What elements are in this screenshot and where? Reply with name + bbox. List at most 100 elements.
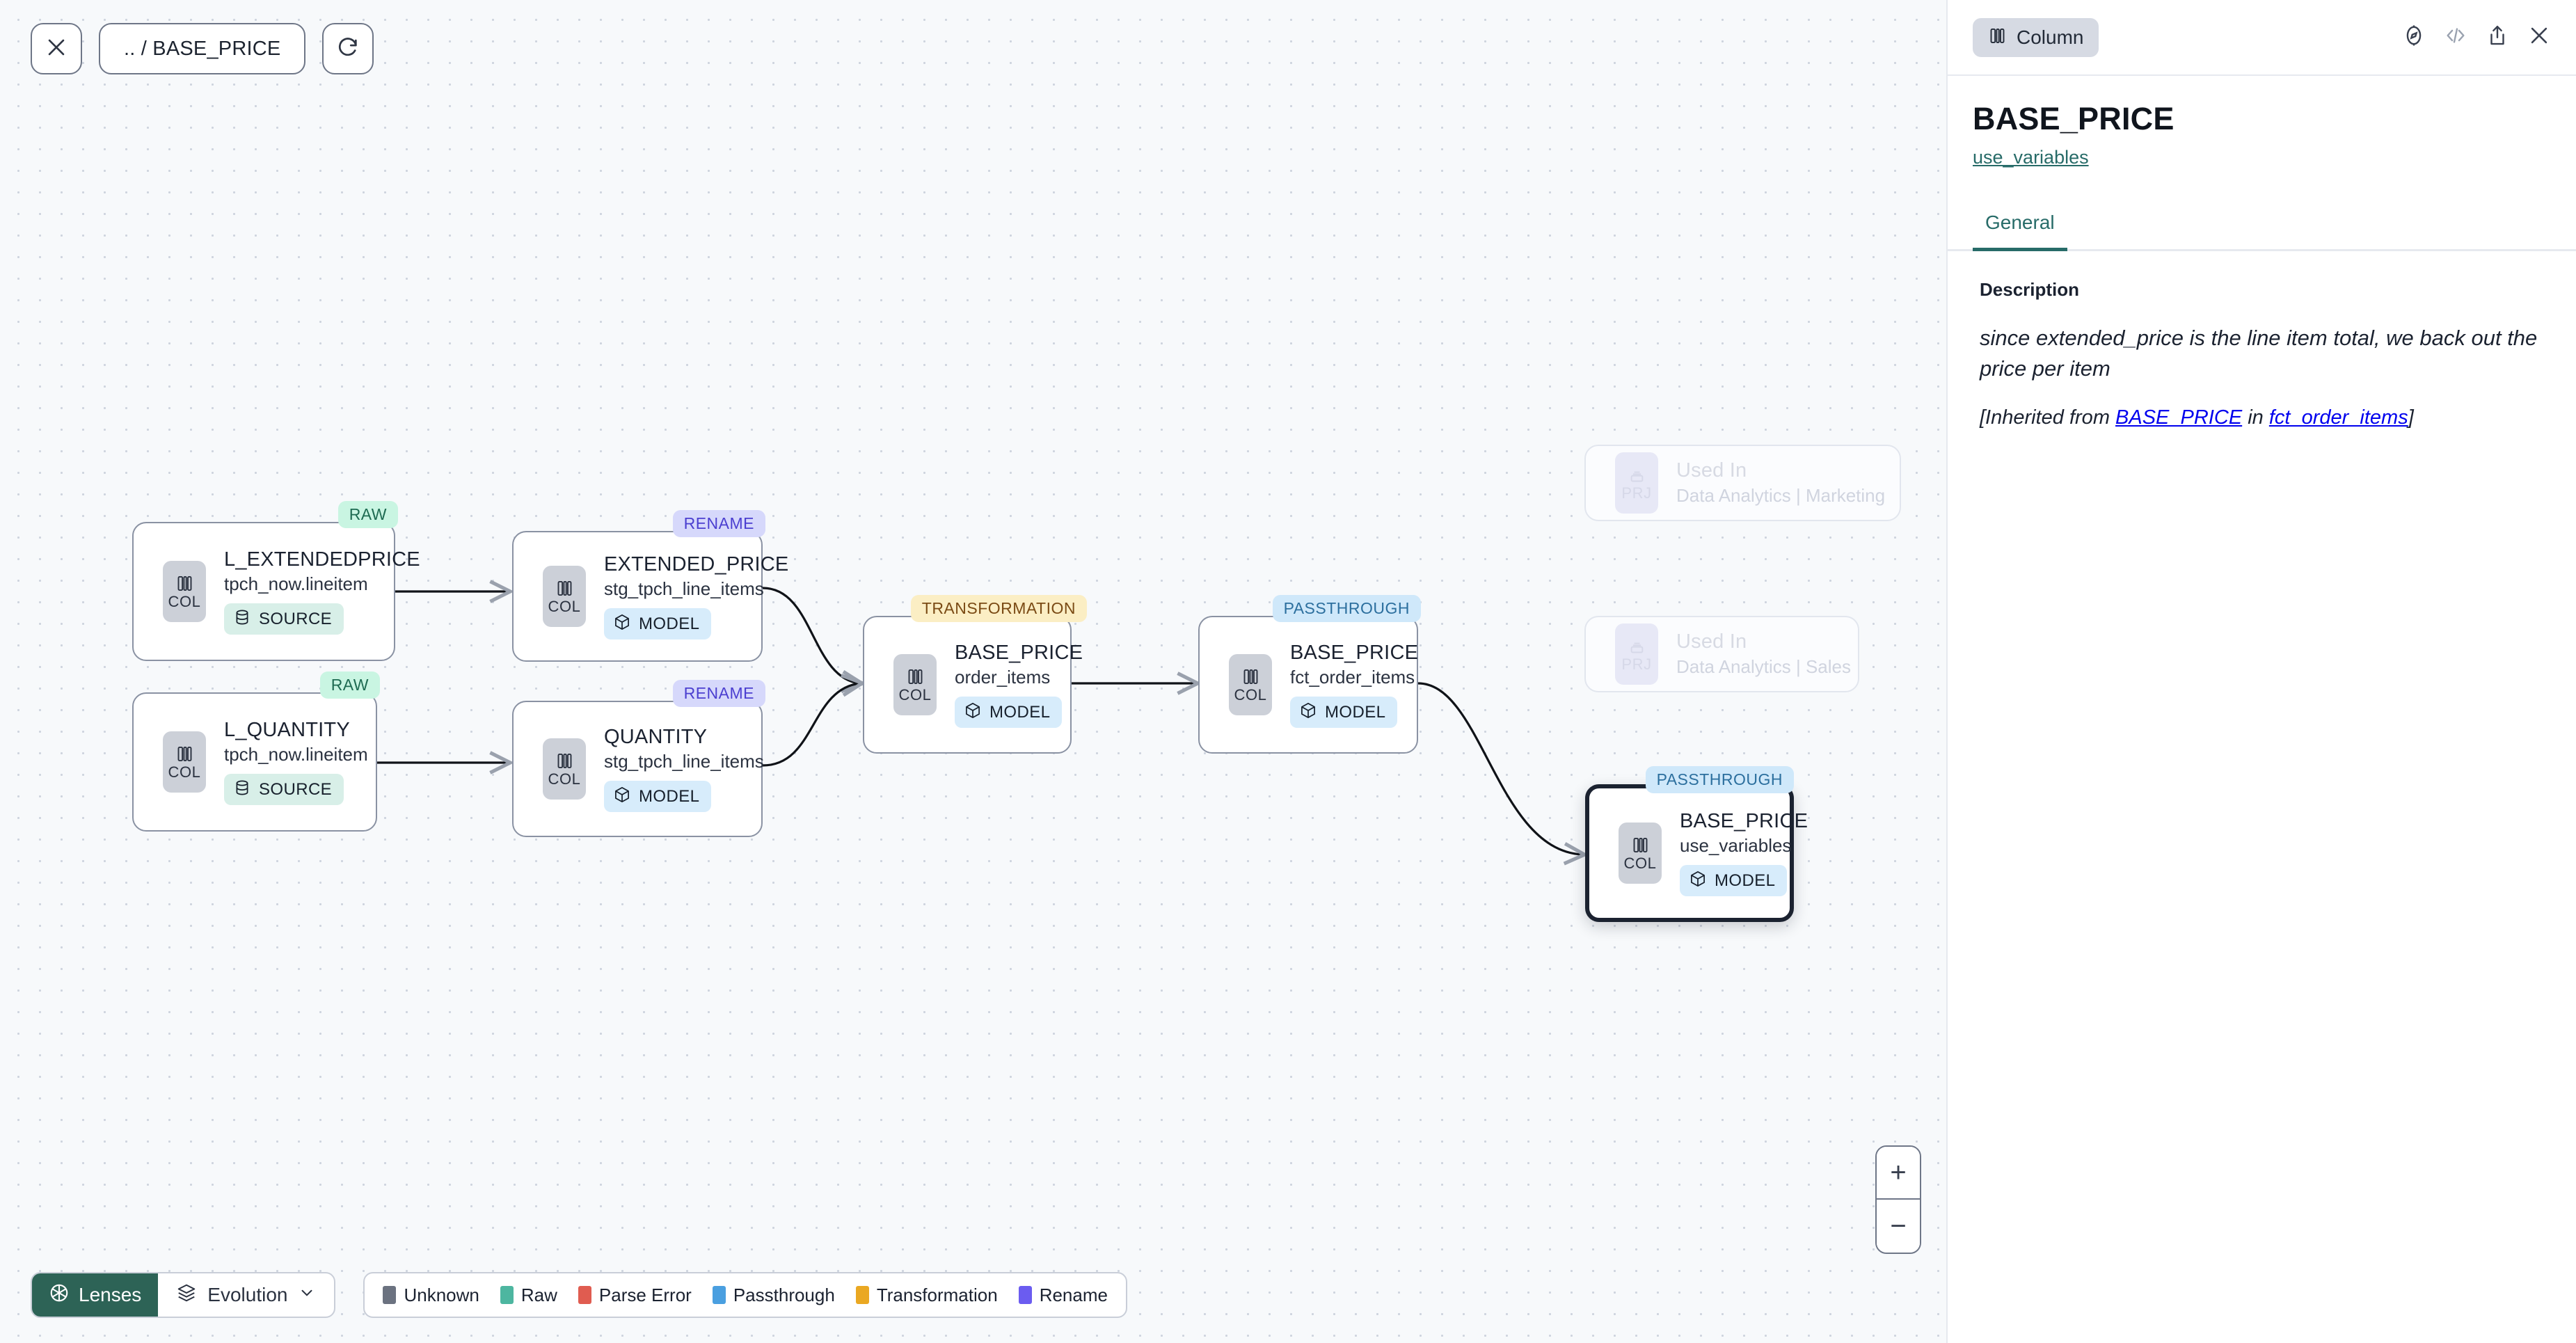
- column-icon: COL: [893, 654, 937, 715]
- inherited-column-link[interactable]: BASE_PRICE: [2115, 406, 2243, 429]
- column-icon: [1988, 26, 2007, 49]
- node-icon-label: PRJ: [1621, 484, 1652, 502]
- legend-swatch: [712, 1286, 726, 1304]
- close-graph-button[interactable]: [31, 23, 82, 74]
- node-title: L_EXTENDEDPRICE: [224, 548, 420, 571]
- inherited-prefix: [Inherited from: [1980, 406, 2116, 429]
- node-subtitle: fct_order_items: [1290, 667, 1415, 688]
- column-icon: COL: [543, 566, 586, 627]
- node-title: EXTENDED_PRICE: [604, 553, 789, 575]
- legend-label: Raw: [520, 1284, 557, 1305]
- code-icon[interactable]: [2444, 24, 2467, 51]
- node-kind-pill: MODEL: [1290, 697, 1398, 729]
- node-badge: TRANSFORMATION: [910, 595, 1087, 622]
- close-icon: [45, 35, 68, 63]
- node-badge: RAW: [319, 672, 380, 699]
- node-title: BASE_PRICE: [955, 641, 1083, 664]
- legend-swatch: [855, 1286, 869, 1304]
- graph-node[interactable]: RENAME COL EXTENDED_PRICE stg_tpch_line_ite…: [512, 510, 788, 662]
- tab-general[interactable]: General: [1973, 212, 2067, 251]
- legend-swatch: [1018, 1286, 1032, 1304]
- node-kind-label: SOURCE: [259, 779, 333, 799]
- node-kind-pill: MODEL: [955, 697, 1063, 729]
- legend-item[interactable]: Raw: [500, 1285, 557, 1306]
- node-subtitle: Data Analytics | Marketing: [1676, 484, 1886, 506]
- evolution-dropdown[interactable]: Evolution: [158, 1273, 334, 1317]
- lenses-button[interactable]: Lenses: [32, 1273, 159, 1317]
- legend-label: Passthrough: [733, 1284, 835, 1305]
- legend-item[interactable]: Transformation: [855, 1284, 998, 1306]
- node-badge: RENAME: [672, 680, 765, 707]
- node-badge: PASSTHROUGH: [1272, 595, 1421, 622]
- inherited-note: [Inherited from BASE_PRICE in fct_order_…: [1980, 404, 2544, 432]
- chevron-down-icon: [298, 1284, 316, 1307]
- node-icon-label: COL: [898, 685, 932, 704]
- column-icon: COL: [163, 731, 206, 793]
- entity-type-chip: Column: [1973, 17, 2099, 57]
- parent-model-link[interactable]: use_variables: [1973, 147, 2089, 168]
- legend-item[interactable]: Passthrough: [712, 1284, 835, 1306]
- database-icon: [233, 608, 251, 630]
- node-kind-pill: MODEL: [1680, 865, 1788, 897]
- compass-icon[interactable]: [2402, 24, 2426, 51]
- cube-icon: [964, 701, 982, 723]
- node-kind-pill: MODEL: [604, 608, 712, 640]
- panel-tabs: General: [1948, 212, 2576, 251]
- node-icon-label: COL: [548, 770, 581, 788]
- node-title: Used In: [1676, 459, 1747, 482]
- inherited-model-link[interactable]: fct_order_items: [2268, 406, 2408, 429]
- evolution-label: Evolution: [207, 1284, 288, 1305]
- share-icon[interactable]: [2486, 24, 2509, 51]
- refresh-button[interactable]: [322, 23, 374, 74]
- panel-header: Column: [1948, 0, 2576, 76]
- legend-swatch: [383, 1286, 397, 1304]
- node-subtitle: stg_tpch_line_items: [604, 751, 764, 772]
- node-title: QUANTITY: [604, 725, 708, 748]
- close-icon[interactable]: [2527, 24, 2551, 51]
- node-kind-label: MODEL: [639, 786, 700, 806]
- details-panel: Column: [1946, 0, 2576, 1343]
- breadcrumb[interactable]: .. / BASE_PRICE: [99, 23, 306, 74]
- zoom-out-button[interactable]: −: [1877, 1200, 1920, 1253]
- legend-label: Transformation: [876, 1284, 998, 1305]
- column-icon: COL: [163, 561, 206, 622]
- node-kind-label: MODEL: [989, 702, 1051, 722]
- node-kind-label: MODEL: [639, 614, 700, 633]
- legend-item[interactable]: Unknown: [383, 1285, 479, 1306]
- legend-label: Rename: [1039, 1284, 1108, 1305]
- node-subtitle: Data Analytics | Sales: [1676, 655, 1851, 677]
- zoom-controls: + −: [1875, 1145, 1921, 1254]
- entity-type-label: Column: [2017, 26, 2084, 48]
- cube-icon: [1299, 701, 1317, 723]
- legend-item[interactable]: Parse Error: [578, 1285, 692, 1306]
- inherited-middle: in: [2242, 406, 2269, 429]
- zoom-in-button[interactable]: +: [1877, 1147, 1920, 1200]
- node-kind-label: MODEL: [1715, 871, 1776, 890]
- node-icon-label: COL: [1234, 685, 1267, 704]
- legend-swatch: [578, 1286, 591, 1304]
- legend-item[interactable]: Rename: [1018, 1284, 1108, 1306]
- node-badge: RAW: [337, 501, 398, 528]
- node-title: BASE_PRICE: [1290, 641, 1419, 664]
- lenses-label: Lenses: [79, 1284, 142, 1305]
- aperture-icon: [49, 1282, 70, 1308]
- node-kind-label: SOURCE: [259, 609, 333, 628]
- legend-swatch: [500, 1286, 514, 1304]
- node-subtitle: tpch_now.lineitem: [224, 573, 368, 595]
- cube-icon: [613, 786, 631, 807]
- node-icon-label: COL: [548, 597, 581, 615]
- description-heading: Description: [1980, 279, 2080, 300]
- node-icon-label: PRJ: [1621, 655, 1652, 673]
- node-badge: RENAME: [672, 510, 765, 537]
- lenses-evolution-control: Lenses Evolution: [31, 1272, 336, 1318]
- node-subtitle: stg_tpch_line_items: [604, 578, 764, 600]
